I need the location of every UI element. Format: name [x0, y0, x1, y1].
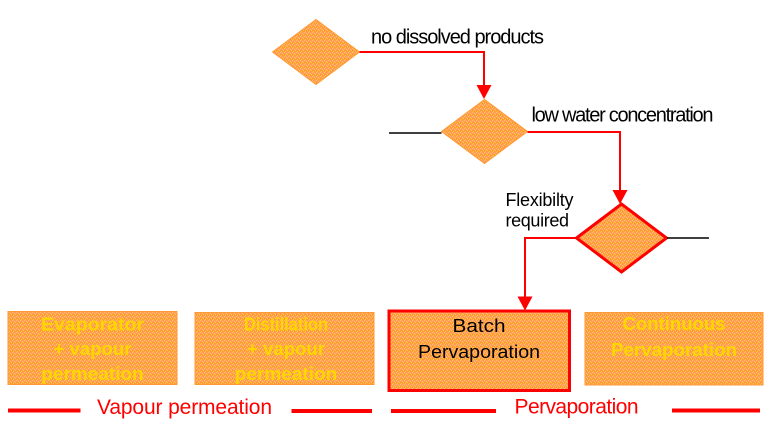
svg-text:Continuous: Continuous — [623, 313, 726, 334]
svg-text:Vapour permeation: Vapour permeation — [97, 396, 272, 419]
svg-text:Evaporator: Evaporator — [41, 314, 144, 335]
svg-text:permeation: permeation — [235, 363, 338, 384]
svg-text:Distillation: Distillation — [244, 314, 328, 335]
svg-text:Pervaporation: Pervaporation — [611, 339, 737, 360]
svg-text:Batch: Batch — [453, 315, 506, 336]
svg-text:Pervaporation: Pervaporation — [418, 341, 540, 362]
svg-text:permeation: permeation — [41, 363, 144, 384]
svg-text:no dissolved products: no dissolved products — [371, 27, 544, 49]
svg-text:Flexibilty: Flexibilty — [506, 190, 574, 210]
svg-text:required: required — [506, 210, 570, 230]
svg-text:+ vapour: + vapour — [54, 338, 132, 359]
svg-text:+ vapour: + vapour — [247, 338, 325, 359]
svg-text:Pervaporation: Pervaporation — [515, 396, 639, 419]
svg-text:low water concentration: low water concentration — [532, 105, 714, 127]
